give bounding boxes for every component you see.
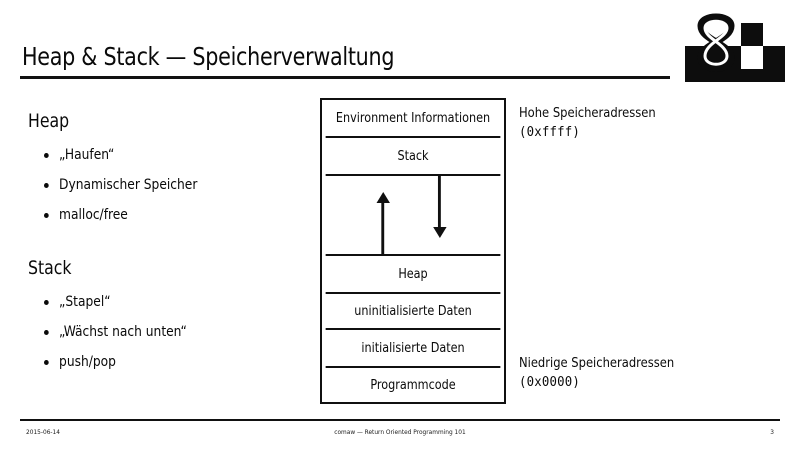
stack-bullet-list: „Stapel“ „Wächst nach unten“ push/pop	[44, 287, 196, 377]
memory-region-label: uninitialisierte Daten	[354, 303, 472, 319]
memory-region-heap: Heap	[325, 256, 501, 294]
arrow-head-down-icon	[432, 227, 447, 238]
list-item-label: Dynamischer Speicher	[59, 177, 198, 193]
memory-region-initialized-data: initialisierte Daten	[325, 330, 501, 368]
bullet-dot-icon	[44, 213, 49, 218]
bullet-dot-icon	[44, 360, 49, 365]
annotation-low-addresses: Niedrige Speicheradressen (0x0000)	[519, 354, 674, 392]
page-title: Heap & Stack — Speicherverwaltung	[22, 42, 395, 71]
hourglass-logo	[685, 10, 785, 82]
memory-region-uninitialized-data: uninitialisierte Daten	[325, 294, 501, 330]
memory-region-label: Stack	[397, 148, 429, 164]
memory-region-stack: Stack	[325, 138, 501, 176]
list-item-label: malloc/free	[59, 207, 128, 223]
footer-page-number: 3	[770, 428, 774, 436]
list-item: „Stapel“	[44, 287, 187, 317]
memory-region-label: Programmcode	[370, 377, 456, 393]
memory-layout-diagram: Environment Informationen Stack Heap uni…	[320, 98, 506, 404]
arrow-head-up-icon	[376, 192, 390, 203]
annotation-low-value: (0x0000)	[519, 375, 581, 390]
footer-title: comaw — Return Oriented Programming 101	[334, 428, 466, 436]
memory-region-label: Heap	[398, 266, 428, 282]
bullet-dot-icon	[44, 153, 49, 158]
memory-region-environment: Environment Informationen	[325, 100, 501, 138]
heap-grows-up-arrow-icon	[376, 192, 390, 254]
footer-date: 2015-06-14	[26, 428, 60, 436]
list-item-label: „Wächst nach unten“	[59, 324, 187, 340]
stack-grows-down-arrow-icon	[432, 176, 447, 238]
memory-region-free-gap	[325, 176, 501, 256]
annotation-low-label: Niedrige Speicheradressen	[519, 355, 675, 371]
list-item-label: „Stapel“	[59, 294, 111, 310]
section-heading-stack: Stack	[28, 257, 72, 279]
heap-bullet-list: „Haufen“ Dynamischer Speicher malloc/fre…	[44, 140, 207, 230]
memory-region-program-code: Programmcode	[326, 368, 501, 402]
bullet-dot-icon	[44, 330, 49, 335]
footer-divider	[20, 419, 780, 421]
memory-region-label: Environment Informationen	[335, 110, 491, 126]
list-item: Dynamischer Speicher	[44, 170, 197, 200]
list-item-label: push/pop	[59, 354, 116, 370]
section-heading-heap: Heap	[28, 110, 70, 132]
annotation-high-addresses: Hohe Speicheradressen (0xffff)	[519, 104, 656, 142]
list-item: malloc/free	[44, 200, 197, 230]
annotation-high-value: (0xffff)	[519, 125, 581, 140]
title-divider	[20, 76, 670, 79]
list-item-label: „Haufen“	[59, 147, 115, 163]
list-item: „Wächst nach unten“	[44, 317, 187, 347]
list-item: push/pop	[44, 347, 187, 377]
annotation-high-label: Hohe Speicheradressen	[519, 105, 656, 121]
bullet-dot-icon	[44, 300, 49, 305]
list-item: „Haufen“	[44, 140, 197, 170]
bullet-dot-icon	[44, 183, 49, 188]
memory-region-label: initialisierte Daten	[361, 340, 465, 356]
